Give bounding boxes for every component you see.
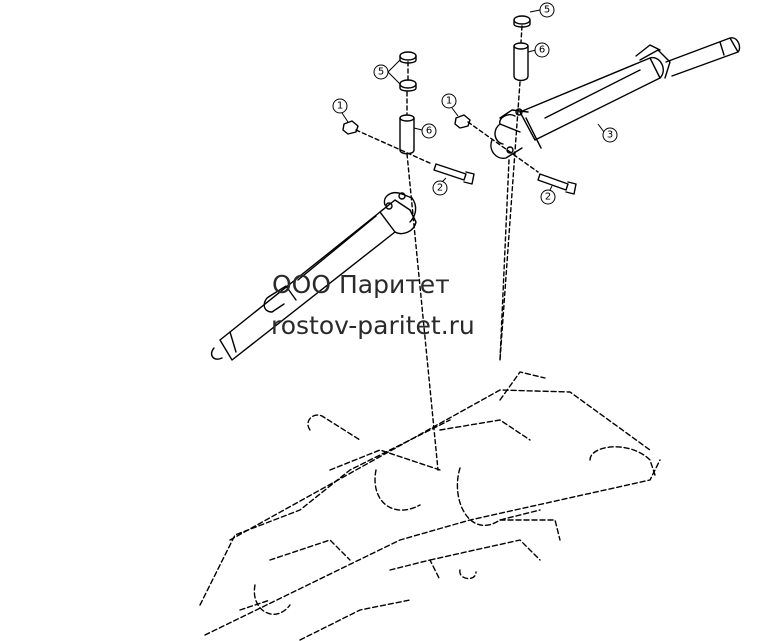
pin-left — [399, 114, 415, 155]
svg-text:6: 6 — [539, 45, 545, 56]
bolt-right — [537, 173, 577, 195]
bolt-left — [433, 163, 475, 185]
svg-text:5: 5 — [544, 5, 550, 16]
pin-right — [513, 42, 529, 82]
callout-5-top-right: 5 — [529, 2, 555, 18]
svg-text:6: 6 — [0, 0, 3, 6]
callout-5-left: 5 — [373, 59, 401, 85]
watermark-company-name: ООО Паритет — [272, 270, 450, 299]
nut-right — [454, 114, 471, 129]
callout-1-left: 1 — [332, 98, 349, 123]
svg-text:2: 2 — [437, 183, 443, 194]
assembly-lines — [355, 25, 539, 471]
callout-3: 3 — [597, 123, 618, 143]
callout-6-left: 6 — [413, 123, 437, 139]
svg-text:2: 2 — [545, 192, 551, 203]
svg-text:1: 1 — [337, 101, 343, 112]
svg-text:6: 6 — [426, 126, 432, 137]
right-hydraulic-cylinder — [490, 37, 741, 159]
nut-left — [342, 120, 359, 135]
watermark-website: rostov-paritet.ru — [271, 311, 475, 340]
callout-1-right: 1 — [441, 93, 459, 117]
left-hydraulic-cylinder — [210, 192, 417, 361]
callout-2-left: 2 — [432, 177, 448, 196]
svg-text:5: 5 — [378, 67, 384, 78]
svg-text:3: 3 — [607, 130, 613, 141]
callout-2-right: 2 — [540, 185, 556, 205]
bushing-left-bottom — [399, 79, 417, 92]
svg-text:1: 1 — [446, 96, 452, 107]
callout-6-top-right: 6 — [527, 42, 550, 58]
track-frame — [199, 371, 661, 641]
